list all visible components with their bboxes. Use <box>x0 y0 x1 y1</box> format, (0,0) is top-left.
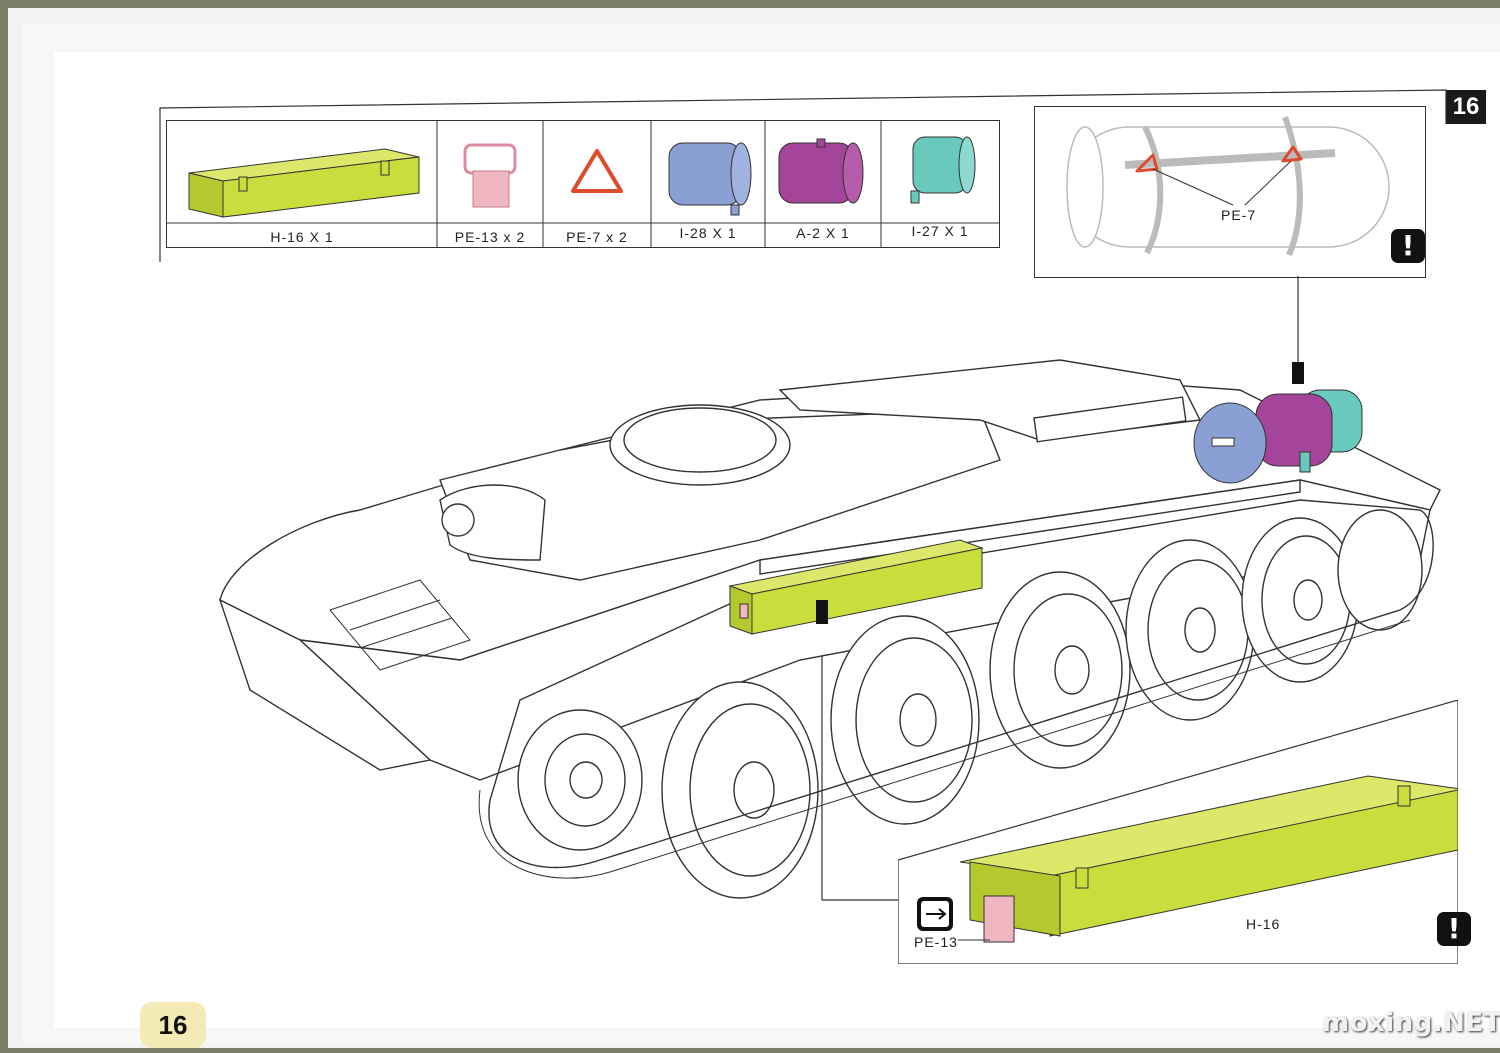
warning-icon-2: ! <box>1437 912 1471 946</box>
h16-detail-drawing <box>898 700 1458 964</box>
sprocket-wheel <box>517 709 643 851</box>
pe7-detail-inset: PE-7 ! <box>1034 106 1426 278</box>
move-arrow-icon <box>917 897 953 931</box>
page-number: 16 <box>140 1002 206 1048</box>
installed-h16-box <box>728 539 984 635</box>
road-wheel-1 <box>661 681 819 899</box>
road-wheel-5 <box>1241 517 1359 683</box>
pointer-hand-icon <box>816 362 1304 624</box>
h16-box-large <box>959 775 1458 943</box>
road-wheel-4 <box>1125 539 1255 721</box>
callout-h16-label: H-16 <box>1246 916 1281 932</box>
h16-detail-inset: PE-13 H-16 ! <box>898 700 1471 964</box>
fuel-drum-detail-drawing <box>1066 115 1390 257</box>
road-wheel-2 <box>830 615 980 825</box>
warning-icon: ! <box>1391 229 1425 263</box>
watermark: moxing.NET <box>1322 1008 1500 1038</box>
callout-pe7-label: PE-7 <box>1221 207 1257 223</box>
step-number-badge: 16 <box>1446 90 1486 124</box>
installed-drums <box>1193 389 1363 484</box>
callout-pe13-label: PE-13 <box>914 934 958 950</box>
